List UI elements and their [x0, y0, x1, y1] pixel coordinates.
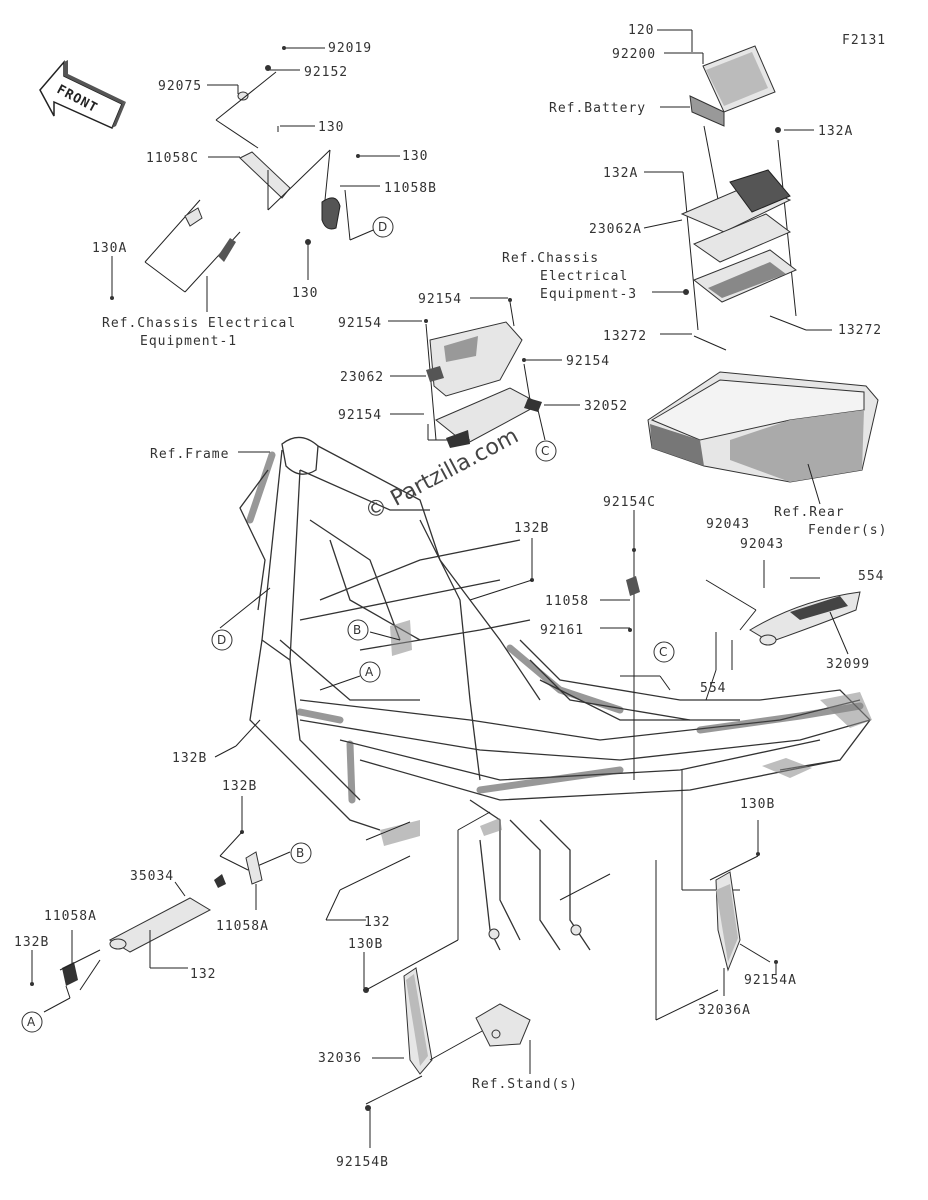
- main-frame: [239, 436, 872, 951]
- label-23062a: 23062A: [589, 222, 642, 237]
- svg-text:D: D: [378, 220, 387, 234]
- label-132b: 132B: [172, 751, 207, 766]
- callout-d-left: D: [211, 629, 233, 651]
- label-554: 554: [700, 681, 726, 696]
- label-130b: 130B: [348, 937, 383, 952]
- label-92154b: 92154B: [336, 1155, 389, 1170]
- label-92019: 92019: [328, 41, 372, 56]
- label-130a: 130A: [92, 241, 127, 256]
- ref-chassis-electrical-3-line3: Equipment-3: [540, 287, 637, 302]
- ref-chassis-electrical-1-line1: Ref.Chassis Electrical: [102, 316, 296, 331]
- label-130b: 130B: [740, 797, 775, 812]
- label-554: 554: [858, 569, 884, 584]
- label-32052: 32052: [584, 399, 628, 414]
- diagram-code: F2131: [842, 33, 886, 48]
- ref-rear-fender-line1: Ref.Rear: [774, 505, 845, 520]
- label-130: 130: [318, 120, 344, 135]
- label-92154a: 92154A: [744, 973, 797, 988]
- label-132: 132: [364, 915, 390, 930]
- ref-rear-fender-line2: Fender(s): [808, 523, 887, 538]
- svg-text:B: B: [296, 846, 304, 860]
- label-132: 132: [190, 967, 216, 982]
- watermark: © Partzilla.com: [361, 424, 523, 526]
- label-23062: 23062: [340, 370, 384, 385]
- callout-d-top: D: [372, 216, 394, 238]
- label-13272: 13272: [838, 323, 882, 338]
- svg-text:A: A: [27, 1015, 36, 1029]
- callout-a-frame: A: [359, 661, 381, 683]
- label-92161: 92161: [540, 623, 584, 638]
- label-92152: 92152: [304, 65, 348, 80]
- ref-frame: Ref.Frame: [150, 447, 229, 462]
- svg-text:C: C: [659, 645, 667, 659]
- ref-battery: Ref.Battery: [549, 101, 646, 116]
- lower-left-parts-group: [30, 796, 531, 1148]
- label-92154: 92154: [338, 316, 382, 331]
- label-11058: 11058: [545, 594, 589, 609]
- callout-c-top: C: [535, 440, 557, 462]
- bracket-group: [388, 297, 580, 448]
- ref-chassis-electrical-3-line2: Electrical: [540, 269, 628, 284]
- svg-text:C: C: [541, 444, 549, 458]
- svg-text:B: B: [353, 623, 361, 637]
- callout-b-frame: B: [347, 619, 369, 641]
- label-13272: 13272: [603, 329, 647, 344]
- top-left-parts-group: [110, 46, 400, 312]
- ref-chassis-electrical-3-line1: Ref.Chassis: [502, 251, 599, 266]
- label-11058a: 11058A: [44, 909, 97, 924]
- label-132b: 132B: [514, 521, 549, 536]
- label-120: 120: [628, 23, 654, 38]
- callout-c-mid: C: [653, 641, 675, 663]
- label-92075: 92075: [158, 79, 202, 94]
- label-132b: 132B: [14, 935, 49, 950]
- callout-a-low: A: [21, 1011, 43, 1033]
- frame-leaders: [214, 451, 861, 1021]
- label-92043: 92043: [740, 537, 784, 552]
- svg-text:D: D: [217, 633, 226, 647]
- label-92154: 92154: [338, 408, 382, 423]
- label-32099: 32099: [826, 657, 870, 672]
- label-92154: 92154: [418, 292, 462, 307]
- label-132b: 132B: [222, 779, 257, 794]
- label-92043: 92043: [706, 517, 750, 532]
- front-direction-arrow: FRONT: [39, 59, 126, 129]
- ref-stands: Ref.Stand(s): [472, 1077, 578, 1092]
- ref-chassis-electrical-1-line2: Equipment-1: [140, 334, 237, 349]
- callout-b-low: B: [290, 842, 312, 864]
- svg-text:A: A: [365, 665, 374, 679]
- label-132a: 132A: [603, 166, 638, 181]
- label-11058c: 11058C: [146, 151, 199, 166]
- label-32036a: 32036A: [698, 1003, 751, 1018]
- label-35034: 35034: [130, 869, 174, 884]
- label-92154c: 92154C: [603, 495, 656, 510]
- label-92200: 92200: [612, 47, 656, 62]
- label-132a: 132A: [818, 124, 853, 139]
- label-130: 130: [292, 286, 318, 301]
- label-11058a: 11058A: [216, 919, 269, 934]
- battery-area-group: [643, 29, 879, 505]
- label-11058b: 11058B: [384, 181, 437, 196]
- label-130: 130: [402, 149, 428, 164]
- label-32036: 32036: [318, 1051, 362, 1066]
- label-92154: 92154: [566, 354, 610, 369]
